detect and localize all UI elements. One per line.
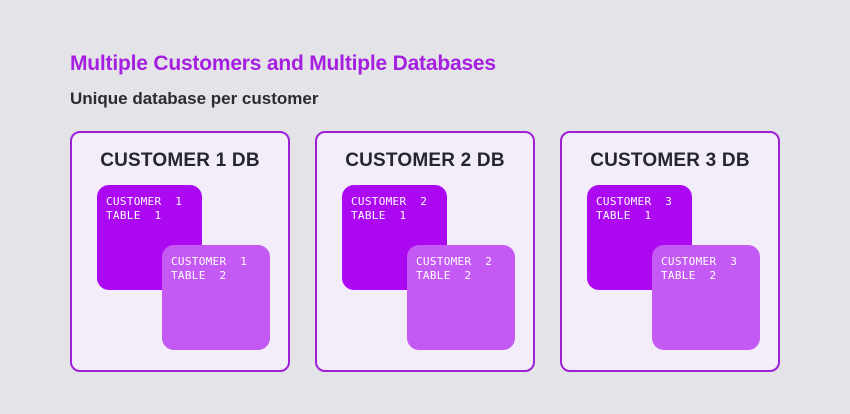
customer-2-table-1-label: CUSTOMER 2 TABLE 1 bbox=[351, 195, 428, 222]
customer-3-table-2-label: CUSTOMER 3 TABLE 2 bbox=[661, 255, 738, 282]
customer-3-table-1-label: CUSTOMER 3 TABLE 1 bbox=[596, 195, 673, 222]
customer-3-table-2-box: CUSTOMER 3 TABLE 2 bbox=[652, 245, 760, 350]
customer-1-db-title: CUSTOMER 1 DB bbox=[100, 150, 260, 171]
customer-2-db-card: CUSTOMER 2 DB CUSTOMER 2 TABLE 1 CUSTOME… bbox=[315, 131, 535, 372]
customer-1-table-2-label: CUSTOMER 1 TABLE 2 bbox=[171, 255, 248, 282]
customer-3-db-title: CUSTOMER 3 DB bbox=[590, 150, 750, 171]
customer-1-table-1-box: CUSTOMER 1 TABLE 1 bbox=[97, 185, 202, 290]
customer-2-db-title: CUSTOMER 2 DB bbox=[345, 150, 505, 171]
customer-3-db-card: CUSTOMER 3 DB CUSTOMER 3 TABLE 1 CUSTOME… bbox=[560, 131, 780, 372]
page-subtitle: Unique database per customer bbox=[70, 89, 319, 108]
customer-1-db-card: CUSTOMER 1 DB CUSTOMER 1 TABLE 1 CUSTOME… bbox=[70, 131, 290, 372]
customer-1-table-2-box: CUSTOMER 1 TABLE 2 bbox=[162, 245, 270, 350]
database-cards-row: CUSTOMER 1 DB CUSTOMER 1 TABLE 1 CUSTOME… bbox=[70, 131, 780, 372]
customer-2-table-2-box: CUSTOMER 2 TABLE 2 bbox=[407, 245, 515, 350]
customer-1-table-1-label: CUSTOMER 1 TABLE 1 bbox=[106, 195, 183, 222]
page-title: Multiple Customers and Multiple Database… bbox=[70, 52, 496, 75]
customer-2-table-2-label: CUSTOMER 2 TABLE 2 bbox=[416, 255, 493, 282]
